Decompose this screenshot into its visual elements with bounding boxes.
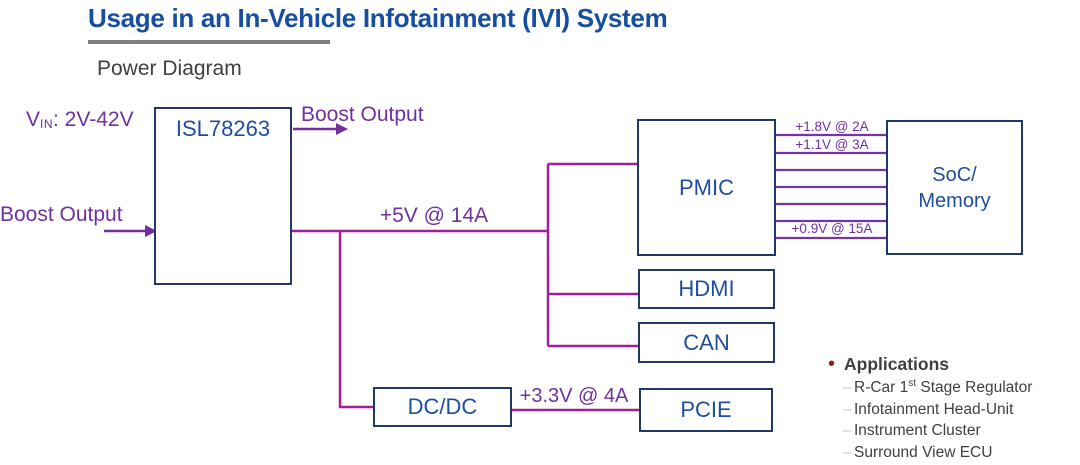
block-can: CAN: [638, 322, 775, 363]
block-pmic-label: PMIC: [679, 174, 734, 200]
dash-icon: –: [843, 422, 852, 439]
pmic-output-0v9-label: +0.9V @ 15A: [791, 221, 873, 236]
block-pcie-label: PCIE: [680, 397, 732, 422]
dash-icon: –: [843, 400, 852, 418]
block-can-label: CAN: [683, 329, 730, 355]
block-isl78263: ISL78263: [154, 107, 292, 285]
vin-range-label: VIN: 2V-42V: [26, 108, 134, 132]
list-item: – Instrument Cluster: [828, 420, 1080, 442]
block-dcdc: DC/DC: [373, 387, 512, 427]
page-title: Usage in an In-Vehicle Infotainment (IVI…: [88, 3, 668, 33]
applications-section: • Applications – R-Car 1st Stage Regulat…: [828, 353, 1080, 463]
list-item: – R-Car 1st Stage Regulator: [828, 377, 1080, 399]
rail-3v3-label: +3.3V @ 4A: [519, 385, 629, 407]
block-isl78263-label: ISL78263: [175, 116, 271, 141]
vin-symbol: V: [26, 108, 41, 131]
block-pmic: PMIC: [637, 119, 776, 256]
bullet-icon: •: [828, 353, 836, 375]
application-item-sup: st: [908, 377, 917, 389]
dash-icon: –: [843, 379, 852, 396]
title-underline: [88, 40, 330, 44]
boost-output-left-label: Boost Output: [0, 203, 123, 226]
block-soc-label-line1: SoC/: [932, 163, 977, 186]
application-item-post: Stage Regulator: [916, 379, 1033, 396]
block-hdmi: HDMI: [638, 269, 775, 309]
application-item-text: Infotainment Head-Unit: [854, 400, 1014, 418]
pmic-output-1v8-label: +1.8V @ 2A: [795, 119, 869, 134]
rail-5v-label: +5V @ 14A: [379, 204, 489, 227]
application-item-text: R-Car 1st Stage Regulator: [854, 377, 1032, 399]
applications-list: – R-Car 1st Stage Regulator – Infotainme…: [828, 377, 1080, 463]
application-item-text: Instrument Cluster: [854, 422, 981, 439]
diagram-subtitle: Power Diagram: [97, 57, 242, 80]
boost-output-top-label: Boost Output: [301, 103, 424, 126]
application-item-pre: R-Car 1: [854, 379, 909, 396]
block-hdmi-label: HDMI: [678, 276, 735, 301]
list-item: – Surround View ECU: [828, 442, 1080, 464]
applications-heading: Applications: [844, 354, 950, 374]
application-item-text: Surround View ECU: [854, 443, 993, 461]
boost-left-arrowhead-icon: [145, 225, 157, 237]
block-dcdc-label: DC/DC: [407, 394, 478, 419]
dash-icon: –: [843, 443, 852, 461]
dcdc-branch-line: [338, 231, 373, 409]
block-pcie: PCIE: [639, 388, 773, 432]
pmic-output-1v1-label: +1.1V @ 3A: [795, 137, 869, 152]
block-soc-label-line2: Memory: [918, 189, 991, 212]
vin-range-value: : 2V-42V: [53, 108, 134, 131]
vin-subscript: IN: [40, 117, 54, 131]
applications-heading-row: • Applications: [828, 353, 1080, 375]
block-soc-memory: SoC/ Memory: [886, 120, 1023, 255]
boost-top-arrowhead-icon: [336, 123, 348, 135]
list-item: – Infotainment Head-Unit: [828, 399, 1080, 421]
